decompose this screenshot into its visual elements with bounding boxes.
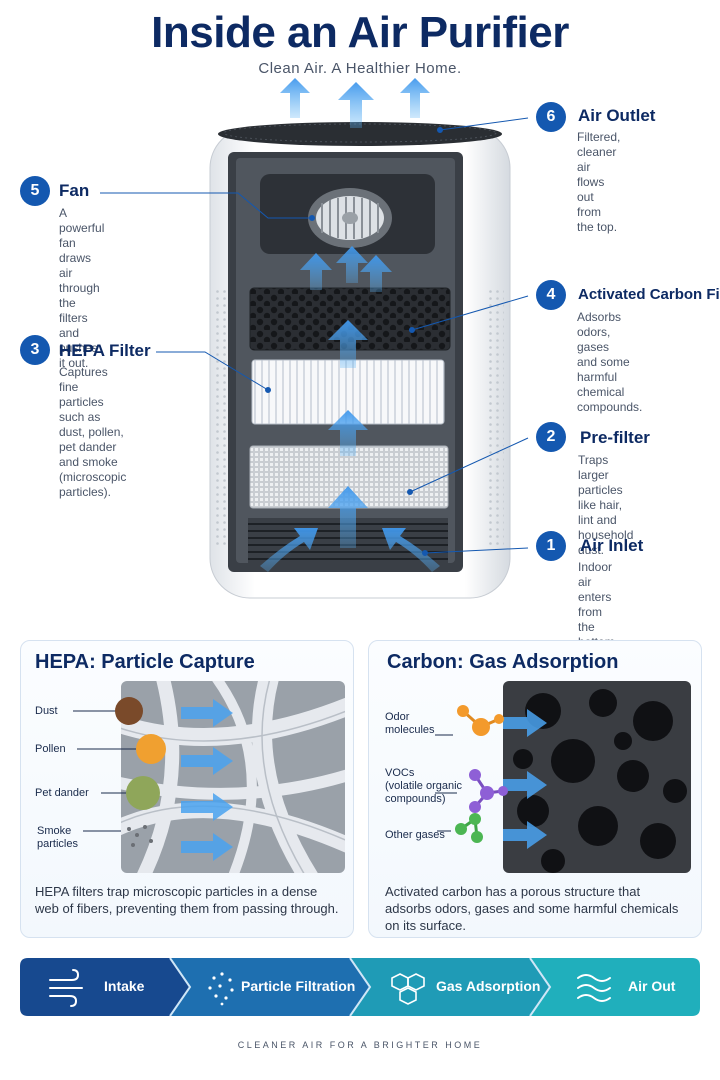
molecule-label-odor: Odor molecules xyxy=(385,711,435,736)
waves-icon xyxy=(577,974,611,1002)
molecule-label-vocs: VOCs (volatile organic compounds) xyxy=(385,767,463,805)
hexagon-icon xyxy=(391,973,425,1005)
process-chevrons xyxy=(20,958,700,1016)
callout-number-badge: 3 xyxy=(20,335,50,365)
callout-connector-lines xyxy=(100,117,529,556)
pollen-icon xyxy=(136,734,166,764)
particle-label-pet-dander: Pet dander xyxy=(35,787,89,799)
panel-description: HEPA filters trap microscopic particles … xyxy=(35,884,339,916)
air-purifier-illustration xyxy=(209,78,511,599)
process-step-intake: Intake xyxy=(104,978,145,994)
callout-title: Air Inlet xyxy=(580,536,644,555)
wind-icon xyxy=(49,969,83,1007)
hepa-fibers-image xyxy=(121,681,345,873)
callout-number-badge: 2 xyxy=(536,422,566,452)
callout-title: Activated Carbon Filter xyxy=(578,286,720,303)
process-step-particle-filtration: Particle Filtration xyxy=(241,978,356,994)
process-flow-bar: Intake Particle Filtration Gas Adsorptio… xyxy=(20,958,700,1016)
odor-molecule-icon xyxy=(457,705,504,736)
callout-description: Adsorbs odors, gases and some harmful ch… xyxy=(577,310,643,414)
particle-icons xyxy=(73,697,166,847)
molecule-label-other-gases: Other gases xyxy=(385,829,445,841)
particle-label-dust: Dust xyxy=(35,705,58,717)
callout-number-badge: 1 xyxy=(536,531,566,561)
gas-molecule-icon xyxy=(455,813,483,843)
callout-description: Filtered, cleaner air flows out from the… xyxy=(577,130,621,234)
page-subtitle: Clean Air. A Healthier Home. xyxy=(258,60,462,77)
callout-title: Fan xyxy=(59,181,90,200)
particle-label-pollen: Pollen xyxy=(35,743,66,755)
callout-description: Indoor air enters from the bottom. xyxy=(578,560,618,649)
process-step-gas-adsorption: Gas Adsorption xyxy=(436,978,541,994)
page-title: Inside an Air Purifier xyxy=(151,8,569,57)
callout-number-badge: 5 xyxy=(20,176,50,206)
callout-title: HEPA Filter xyxy=(59,341,151,360)
callout-title: Pre-filter xyxy=(580,428,650,447)
dust-icon xyxy=(115,697,143,725)
panel-title: Carbon: Gas Adsorption xyxy=(387,651,619,673)
panel-description: Activated carbon has a porous structure … xyxy=(385,884,679,933)
callout-description: A powerful fan draws air through the fil… xyxy=(59,206,105,370)
molecule-icons xyxy=(435,705,508,843)
hepa-panel: HEPA: Particle Capture Dust Pollen xyxy=(20,640,354,938)
callout-number-badge: 6 xyxy=(536,102,566,132)
carbon-pores-image xyxy=(503,681,691,873)
footer-tagline: CLEANER AIR FOR A BRIGHTER HOME xyxy=(237,1040,483,1050)
particles-icon xyxy=(208,972,234,1006)
callout-number-badge: 4 xyxy=(536,280,566,310)
callout-title: Air Outlet xyxy=(578,106,656,125)
pet-dander-icon xyxy=(126,776,160,810)
process-step-air-out: Air Out xyxy=(628,978,676,994)
callout-description: Traps larger particles like hair, lint a… xyxy=(578,453,634,557)
callout-description: Captures fine particles such as dust, po… xyxy=(59,365,127,499)
panel-title: HEPA: Particle Capture xyxy=(35,651,255,673)
carbon-panel: Carbon: Gas Adsorption Odor molecules VO… xyxy=(368,640,702,938)
particle-label-smoke: Smoke particles xyxy=(37,825,78,850)
voc-molecule-icon xyxy=(469,769,508,813)
